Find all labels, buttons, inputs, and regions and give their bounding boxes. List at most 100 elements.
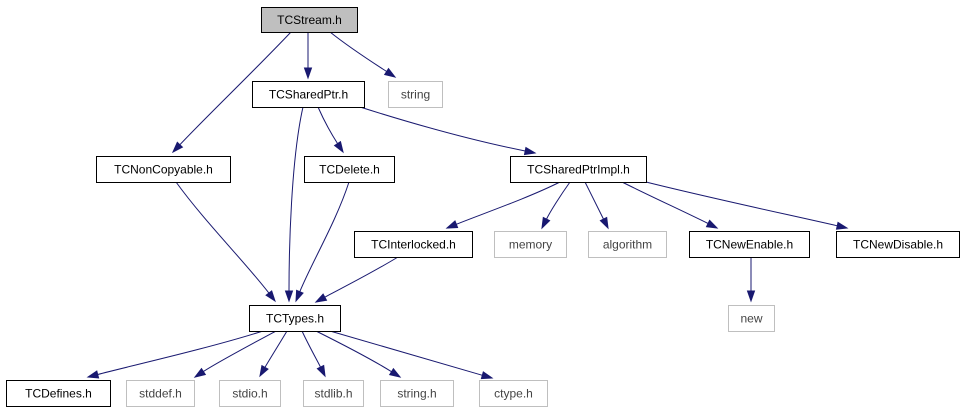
node-tcnoncopyable[interactable]: TCNonCopyable.h xyxy=(96,156,231,183)
node-stddef: stddef.h xyxy=(126,380,195,407)
edge-tctypes-to-ctype xyxy=(329,330,494,380)
node-tcstream[interactable]: TCStream.h xyxy=(261,7,358,33)
edge-arrowhead xyxy=(284,290,294,303)
node-box xyxy=(388,81,443,108)
node-string: string xyxy=(388,81,443,108)
edges-layer xyxy=(86,31,849,380)
node-label: TCNewEnable.h xyxy=(706,238,793,252)
edge-tcsharedptr-to-tcdelete xyxy=(317,106,344,154)
node-label: stddef.h xyxy=(139,387,182,401)
node-tcdelete[interactable]: TCDelete.h xyxy=(304,156,395,183)
edge-tctypes-to-stringh xyxy=(315,330,402,378)
edge-tcsharedptr-to-tcsharedptrimpl xyxy=(359,106,537,156)
edge-arrowhead xyxy=(705,219,719,229)
node-ctype: ctype.h xyxy=(479,380,548,407)
node-tcdefines[interactable]: TCDefines.h xyxy=(6,380,111,407)
node-tcnewdisable[interactable]: TCNewDisable.h xyxy=(836,231,960,258)
node-box xyxy=(304,156,395,183)
edge-tctypes-to-stdio xyxy=(259,330,288,378)
edge-tcnewenable-to-new xyxy=(746,257,756,303)
node-label: TCNonCopyable.h xyxy=(114,163,213,177)
edge-arrowhead xyxy=(193,367,207,378)
node-label: TCSharedPtr.h xyxy=(269,88,348,102)
edge-arrowhead xyxy=(480,371,494,380)
edge-arrowhead xyxy=(541,216,551,230)
node-box xyxy=(836,231,960,258)
node-label: memory xyxy=(509,238,552,252)
node-label: TCDelete.h xyxy=(319,163,380,177)
node-label: stdio.h xyxy=(232,387,267,401)
node-box xyxy=(510,156,647,183)
edge-line xyxy=(288,106,304,292)
node-box xyxy=(479,380,548,407)
node-box xyxy=(380,380,454,407)
edge-tcdelete-to-tctypes xyxy=(295,181,350,303)
edge-arrowhead xyxy=(171,141,184,154)
edge-arrowhead xyxy=(523,146,537,156)
edge-arrowhead xyxy=(388,367,402,378)
node-box xyxy=(588,231,667,258)
edge-line xyxy=(179,31,292,146)
edge-tcsharedptrimpl-to-tcnewdisable xyxy=(645,181,849,230)
node-label: TCNewDisable.h xyxy=(853,238,943,252)
node-box xyxy=(303,380,364,407)
edge-line xyxy=(546,181,571,220)
edge-line xyxy=(329,31,387,72)
edge-tcstream-to-tcnoncopyable xyxy=(171,31,292,154)
edge-tcinterlocked-to-tctypes xyxy=(314,256,399,303)
edge-tctypes-to-tcdefines xyxy=(86,330,264,379)
edge-line xyxy=(584,181,604,220)
edge-tcsharedptrimpl-to-tcinterlocked xyxy=(445,181,561,229)
edge-arrowhead xyxy=(383,67,397,78)
node-tcsharedptr[interactable]: TCSharedPtr.h xyxy=(252,81,365,108)
edge-line xyxy=(359,106,526,152)
node-label: TCDefines.h xyxy=(25,387,92,401)
edge-line xyxy=(329,330,483,376)
edge-arrowhead xyxy=(259,364,269,378)
edge-arrowhead xyxy=(835,221,849,230)
edge-line xyxy=(315,330,392,373)
node-box xyxy=(126,380,195,407)
edge-tctypes-to-stddef xyxy=(193,330,277,378)
node-stdio: stdio.h xyxy=(219,380,281,407)
node-label: stdlib.h xyxy=(314,387,352,401)
node-label: string xyxy=(401,88,430,102)
node-stdlib: stdlib.h xyxy=(303,380,364,407)
edge-line xyxy=(317,106,339,144)
edge-arrowhead xyxy=(445,220,459,229)
edge-tcstream-to-tcsharedptr xyxy=(303,31,313,80)
node-label: TCSharedPtrImpl.h xyxy=(527,163,630,177)
nodes-layer: TCStream.h string TCSharedPtr.hTCNonCopyab… xyxy=(6,7,960,407)
edge-line xyxy=(97,330,264,375)
edge-line xyxy=(175,181,270,294)
edge-arrowhead xyxy=(295,289,304,303)
node-tcinterlocked[interactable]: TCInterlocked.h xyxy=(354,231,473,258)
node-tctypes[interactable]: TCTypes.h xyxy=(249,305,341,332)
node-box xyxy=(249,305,341,332)
edge-line xyxy=(621,181,709,224)
node-new: new xyxy=(728,305,775,332)
node-label: algorithm xyxy=(603,238,652,252)
node-memory: memory xyxy=(494,231,567,258)
node-box xyxy=(689,231,810,258)
edge-arrowhead xyxy=(303,67,313,80)
edge-tcsharedptrimpl-to-memory xyxy=(541,181,571,230)
edge-line xyxy=(645,181,838,227)
node-box xyxy=(261,7,358,33)
node-stringh: string.h xyxy=(380,380,454,407)
node-label: TCStream.h xyxy=(277,13,342,27)
edge-line xyxy=(324,256,399,298)
edge-arrowhead xyxy=(333,140,344,154)
node-label: ctype.h xyxy=(494,387,533,401)
node-tcsharedptrimpl[interactable]: TCSharedPtrImpl.h xyxy=(510,156,647,183)
edge-tcsharedptrimpl-to-algorithm xyxy=(584,181,609,230)
node-algorithm: algorithm xyxy=(588,231,667,258)
node-label: string.h xyxy=(397,387,436,401)
node-tcnewenable[interactable]: TCNewEnable.h xyxy=(689,231,810,258)
edge-arrowhead xyxy=(599,216,609,230)
edge-line xyxy=(203,330,277,372)
node-box xyxy=(494,231,567,258)
edge-arrowhead xyxy=(265,290,276,303)
edge-line xyxy=(299,181,350,292)
